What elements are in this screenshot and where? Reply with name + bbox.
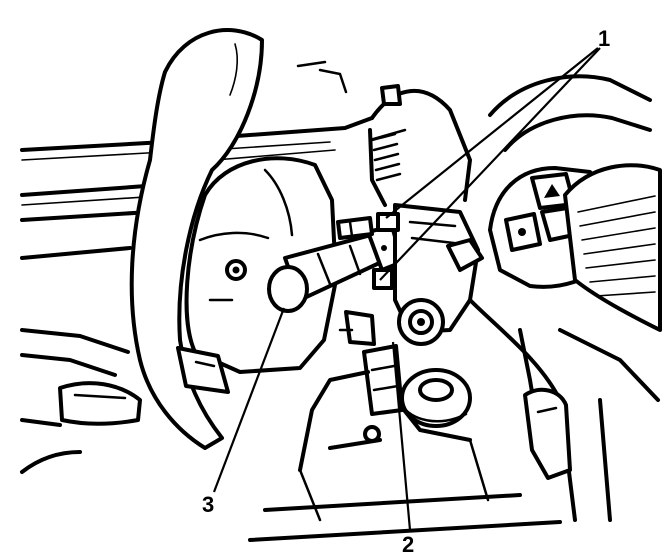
callout-2: 2 [402,532,414,557]
multifunction-switch [336,203,484,416]
leader-line-1b [379,47,601,281]
lower-steering-column [248,368,562,542]
leader-line-2 [391,341,412,531]
leader-line-1a [385,47,599,219]
callout-1: 1 [598,26,610,51]
leader-line-3 [212,307,286,493]
lock-button[interactable] [504,212,542,252]
center-stack [468,74,662,522]
leader-lines [212,47,601,531]
center-vent-small [370,132,402,182]
dashboard-lower-trim [20,328,142,474]
instrument-panel-center [368,84,472,207]
turn-signal-lever[interactable] [267,224,404,313]
steering-column-shroud [176,156,338,394]
right-air-vent [563,163,662,332]
dashboard-upper-trim [20,60,374,260]
callout-3: 3 [202,492,214,517]
